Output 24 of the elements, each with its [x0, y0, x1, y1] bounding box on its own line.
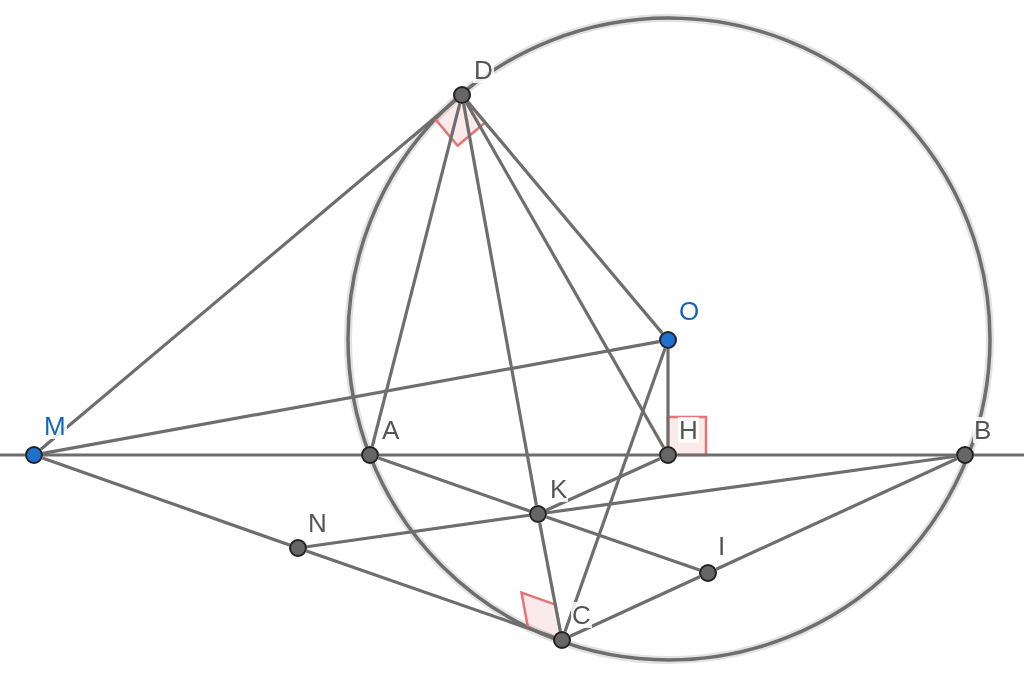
line-segment: [379, 453, 659, 457]
line-segment: [305, 549, 555, 639]
line-segment: [377, 456, 531, 513]
line-segment: [41, 456, 291, 547]
line-segment: [569, 575, 701, 638]
line-segment: [42, 340, 660, 455]
line-segment: [715, 457, 958, 571]
line-segment: [466, 100, 664, 335]
line-segment: [545, 457, 661, 512]
line-segment: [545, 515, 701, 572]
line-segment: [43, 453, 361, 457]
line-segment: [563, 347, 667, 633]
point-label: B: [973, 417, 993, 443]
line-segment: [546, 454, 957, 515]
line-segment: [39, 99, 457, 451]
line-segment: [677, 453, 956, 457]
line-segment: [370, 103, 462, 447]
line-segment: [306, 513, 530, 549]
point-label: C: [571, 602, 592, 628]
line-segment: [538, 522, 562, 632]
point-label: H: [678, 417, 699, 443]
line-segment: [666, 349, 670, 446]
line-segment: [465, 102, 665, 448]
line-segment: [462, 103, 538, 506]
